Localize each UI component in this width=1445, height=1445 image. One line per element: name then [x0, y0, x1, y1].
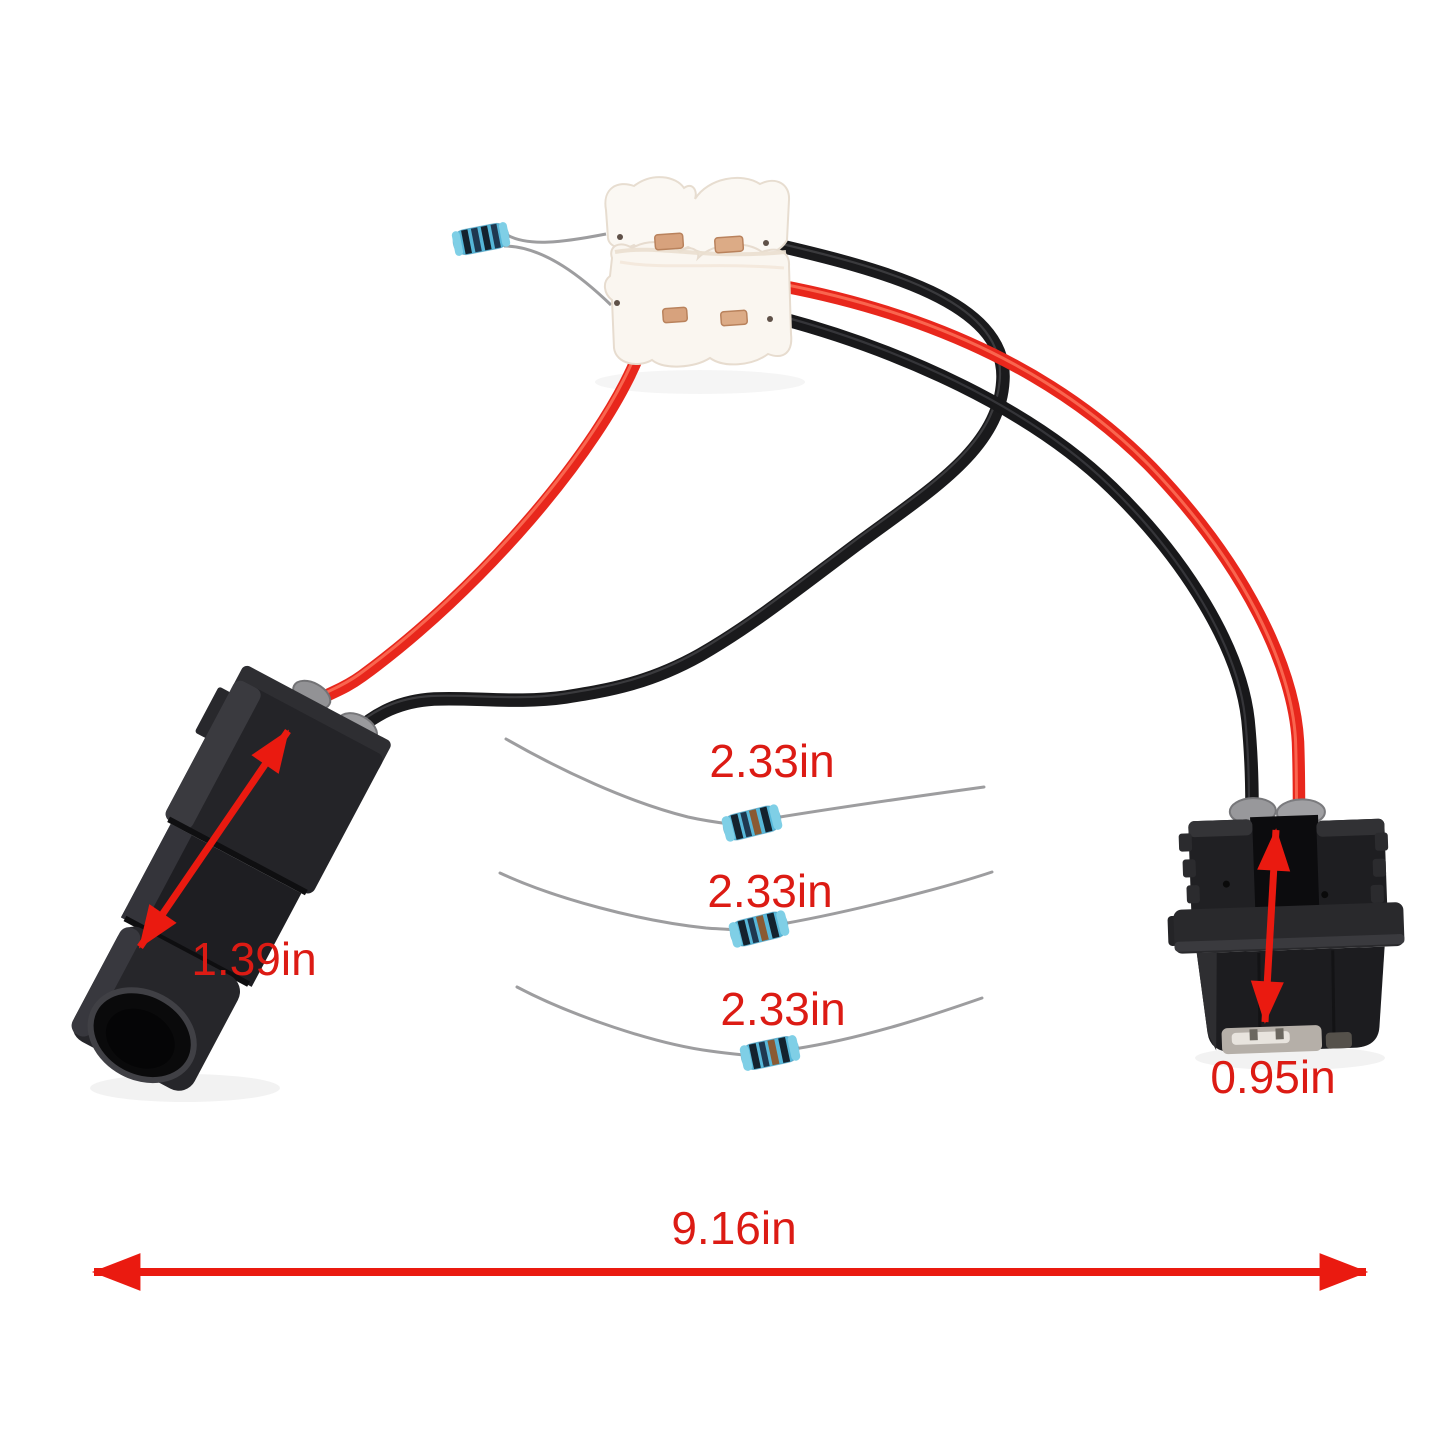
terminal-block	[604, 176, 793, 368]
connector-ribs	[1178, 832, 1389, 904]
loose-resistor-2	[498, 870, 994, 948]
loose-resistor-3	[515, 985, 984, 1071]
pigtail-resistor-body	[451, 222, 511, 256]
dim-label-resistor-3: 2.33in	[720, 983, 846, 1035]
dim-label-left-connector: 1.39in	[191, 933, 317, 985]
loose-resistors	[498, 737, 994, 1071]
pigtail-resistor	[451, 222, 613, 307]
right-connector	[1167, 797, 1405, 1055]
black-wire-right	[773, 311, 1259, 813]
red-wire-left	[307, 349, 645, 711]
dim-label-resistor-1: 2.33in	[709, 735, 835, 787]
left-connector	[71, 665, 391, 1091]
dimension-arrows	[91, 729, 1369, 1291]
block-pin-holes	[614, 234, 773, 322]
wires	[307, 237, 1306, 817]
dim-label-resistor-2: 2.33in	[707, 865, 833, 917]
dim-label-right-connector: 0.95in	[1210, 1051, 1336, 1103]
copper-contacts	[653, 232, 749, 327]
dim-label-overall: 9.16in	[671, 1202, 797, 1254]
right-connector-dim-arrow	[1250, 828, 1291, 1024]
terminal-block-lower	[604, 241, 793, 368]
red-wire-right	[775, 279, 1306, 817]
loose-resistor-1	[504, 737, 986, 842]
black-wire-loop	[347, 237, 1010, 740]
left-connector-dim-arrow	[137, 729, 291, 949]
